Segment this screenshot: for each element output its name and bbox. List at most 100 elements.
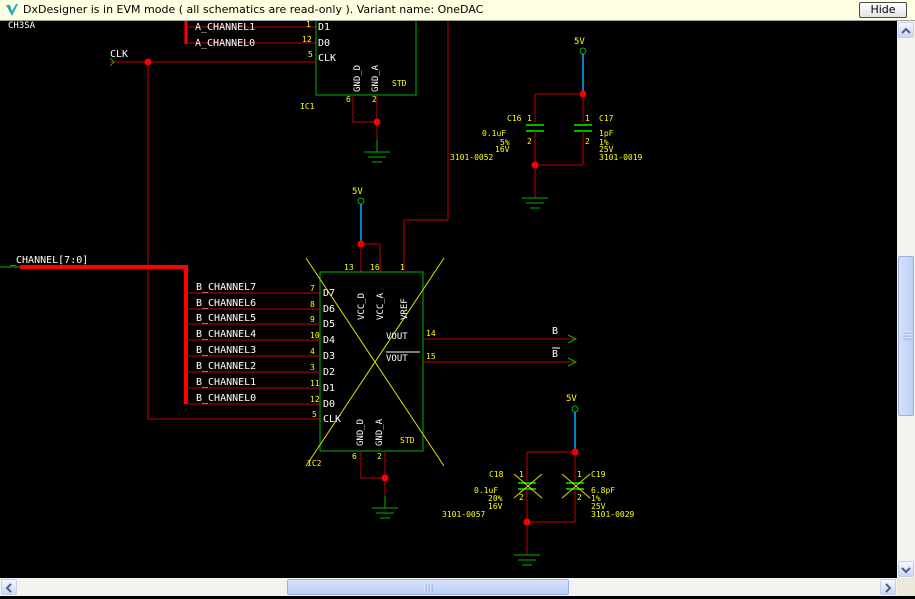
svg-text:3101-0029: 3101-0029 xyxy=(591,510,635,519)
ic2-pin-vref: VREF xyxy=(400,298,410,320)
ic2-pin-d: D2 xyxy=(323,367,335,378)
svg-text:0.1uF: 0.1uF xyxy=(482,129,506,138)
ground-symbol-c16 xyxy=(522,197,548,209)
ic2-pin-clk: CLK xyxy=(323,414,341,425)
c18-refdes: C18 xyxy=(489,470,504,479)
scroll-right-button[interactable] xyxy=(880,579,896,595)
net-label-clk: CLK xyxy=(110,49,128,60)
hide-button[interactable]: Hide xyxy=(859,2,907,18)
ic1-refdes: IC1 xyxy=(300,102,315,111)
svg-text:6: 6 xyxy=(352,452,357,461)
scroll-left-button[interactable] xyxy=(1,579,17,595)
svg-text:1: 1 xyxy=(400,263,405,272)
vertical-scrollbar[interactable] xyxy=(897,21,915,578)
capacitor-c17[interactable] xyxy=(574,124,592,132)
svg-text:15: 15 xyxy=(426,352,436,361)
svg-text:5%: 5% xyxy=(500,138,510,147)
power-port-5v xyxy=(571,405,579,413)
net-label-a-channel1: A_CHANNEL1 xyxy=(195,22,255,33)
net-label-bus: _CHANNEL[7:0] xyxy=(10,255,88,266)
svg-text:2: 2 xyxy=(519,493,524,502)
svg-text:0.1uF: 0.1uF xyxy=(474,486,498,495)
power-label-5v: 5V xyxy=(574,37,585,47)
scroll-up-button[interactable] xyxy=(898,22,914,38)
ic2-pin-gnd-d: GND_D xyxy=(356,419,366,446)
svg-text:1: 1 xyxy=(519,470,524,479)
svg-text:13: 13 xyxy=(344,263,354,272)
ic2-pinnum-d: 11 xyxy=(310,379,320,388)
svg-text:1: 1 xyxy=(577,470,582,479)
net-label-b-channel: B_CHANNEL3 xyxy=(196,345,256,356)
ic2-pin-vout-bar: VOUT xyxy=(386,354,408,364)
partial-label: CH3SA xyxy=(8,21,36,31)
ic2-pin-d: D5 xyxy=(323,319,335,330)
ic2-pinnum-d: 8 xyxy=(310,300,315,309)
ic2-pin-vcc-d: VCC_D xyxy=(357,293,367,320)
vertical-scroll-thumb[interactable] xyxy=(898,256,914,416)
scroll-down-button[interactable] xyxy=(898,561,914,577)
chevron-right-icon xyxy=(885,583,892,593)
ic2-pinnum-d: 4 xyxy=(310,347,315,356)
b-channel-wires: B_CHANNEL7D77B_CHANNEL6D68B_CHANNEL5D59B… xyxy=(186,282,341,425)
svg-text:16: 16 xyxy=(370,263,380,272)
grip-icon xyxy=(424,584,433,592)
ic2-pin-gnd-a: GND_A xyxy=(375,418,385,446)
svg-text:1%: 1% xyxy=(599,138,609,147)
net-label-b-channel: B_CHANNEL1 xyxy=(196,377,256,388)
ic1-pinnum-clk: 5 xyxy=(308,50,313,59)
power-label-5v: 5V xyxy=(352,187,363,197)
horizontal-scrollbar[interactable] xyxy=(0,578,897,596)
ground-symbol-ic2 xyxy=(372,496,398,519)
ic1-pin-gnd-a: GND_A xyxy=(371,64,381,92)
net-label-b-channel: B_CHANNEL0 xyxy=(196,393,256,404)
chevron-left-icon xyxy=(5,583,12,593)
b-bus-line xyxy=(20,265,188,404)
ic2-pinnum-clk: 5 xyxy=(312,410,317,419)
net-label-b-channel: B_CHANNEL2 xyxy=(196,361,256,372)
ground-symbol-ic1 xyxy=(364,140,390,163)
svg-text:16V: 16V xyxy=(495,145,510,154)
svg-text:2: 2 xyxy=(527,137,532,146)
horizontal-scroll-thumb[interactable] xyxy=(287,579,569,595)
svg-text:6.8pF: 6.8pF xyxy=(591,486,615,495)
ic1-pinnum-d0: 12 xyxy=(302,35,312,44)
ic1-pin-d1: D1 xyxy=(318,22,330,33)
net-label-vout-bar: B xyxy=(552,349,558,360)
svg-text:25V: 25V xyxy=(591,502,606,511)
c19-refdes: C19 xyxy=(591,470,606,479)
svg-text:1: 1 xyxy=(527,114,532,123)
ic2-pinnum-d: 10 xyxy=(310,331,320,340)
svg-text:1pF: 1pF xyxy=(599,129,614,138)
svg-text:20%: 20% xyxy=(488,494,503,503)
ic1-pin-clk: CLK xyxy=(318,53,336,64)
net-label-b-channel: B_CHANNEL6 xyxy=(196,298,256,309)
net-label-vout: B xyxy=(552,326,558,337)
ic1-pin-d0: D0 xyxy=(318,38,330,49)
ic2-pin-d: D7 xyxy=(323,288,335,299)
capacitor-c19[interactable] xyxy=(561,473,591,499)
junction-dot xyxy=(373,118,381,126)
power-port-5v xyxy=(579,47,587,55)
ic2-pin-vout: VOUT xyxy=(386,332,408,342)
ic1-std-label: STD xyxy=(392,79,407,88)
ic2-pin-vcc-a: VCC_A xyxy=(376,292,386,320)
ic2-std-label: STD xyxy=(400,436,415,445)
scrollbar-corner xyxy=(897,578,915,596)
schematic-canvas[interactable]: CH3SA A_CHANNEL1 A_CHANNEL0 D1 D0 CLK 1 … xyxy=(0,21,897,578)
chevron-down-icon xyxy=(901,567,911,574)
power-port-5v xyxy=(357,197,365,205)
ic2-pin-d: D1 xyxy=(323,383,335,394)
svg-text:3101-0052: 3101-0052 xyxy=(450,153,494,162)
ground-symbol-c18 xyxy=(514,554,540,566)
capacitor-c16[interactable] xyxy=(526,124,544,132)
c16-refdes: C16 xyxy=(507,114,522,123)
ic2-pinnum-d: 9 xyxy=(310,315,315,324)
net-label-b-channel: B_CHANNEL4 xyxy=(196,329,256,340)
ic2-pin-d: D3 xyxy=(323,351,335,362)
ic1-pinnum-gnd-a: 2 xyxy=(372,95,377,104)
info-bar: DxDesigner is in EVM mode ( all schemati… xyxy=(0,0,915,21)
evm-mode-message: DxDesigner is in EVM mode ( all schemati… xyxy=(23,3,484,16)
ic2-pin-d: D4 xyxy=(323,335,335,346)
svg-text:25V: 25V xyxy=(599,145,614,154)
ic1-body[interactable] xyxy=(315,21,417,96)
